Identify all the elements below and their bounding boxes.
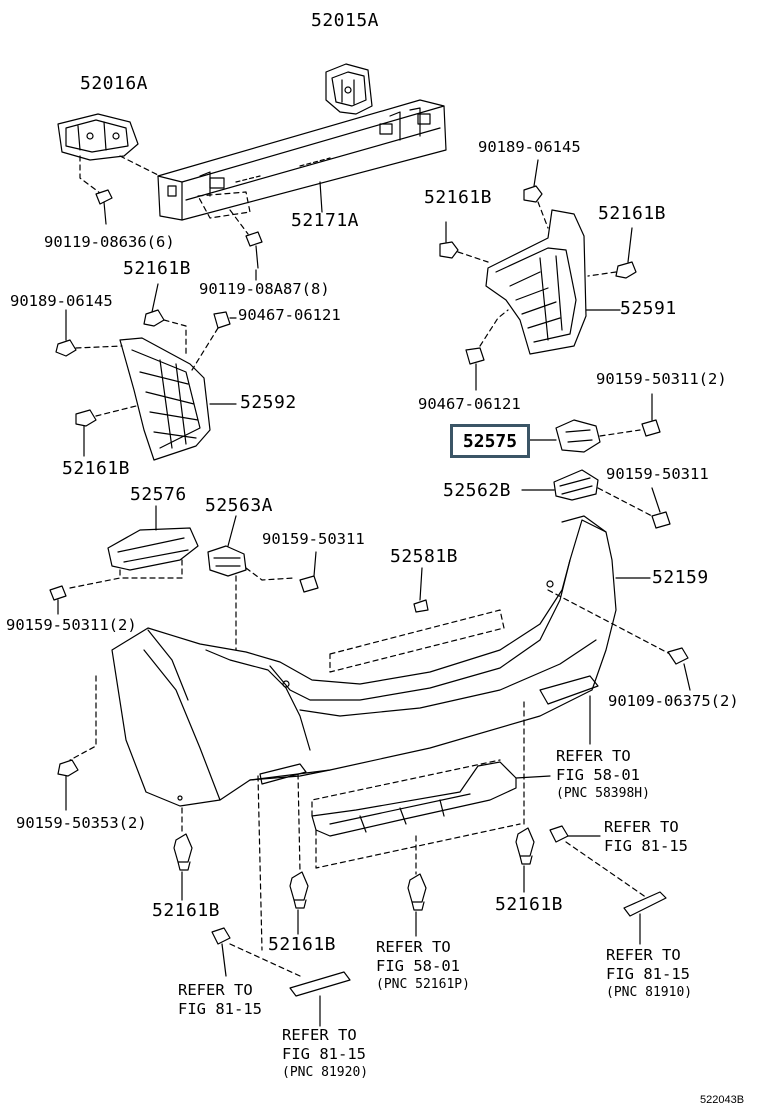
bolt-90159-50311-right: [651, 511, 671, 529]
label-52581B[interactable]: 52581B: [390, 546, 459, 567]
label-52161B-upper-left[interactable]: 52161B: [424, 187, 493, 208]
label-52161B-upper-right[interactable]: 52161B: [598, 203, 667, 224]
label-90159-50311-mid[interactable]: 90159-50311: [262, 530, 365, 548]
label-52159[interactable]: 52159: [652, 567, 709, 588]
label-90159-50311-2-upper[interactable]: 90159-50311(2): [596, 370, 727, 388]
refer-line1: REFER TO: [178, 981, 253, 999]
stud-52581B: [413, 599, 429, 613]
clip-52161B-left-bottom: [75, 409, 97, 457]
refer-line2: FIG 81-15: [178, 999, 262, 1018]
label-52592[interactable]: 52592: [240, 392, 297, 413]
refer-fig-58-01-diffuser[interactable]: REFER TO FIG 58-01 (PNC 58398H): [556, 747, 650, 802]
screw-90159-50353: [57, 759, 79, 811]
label-52161B-bottom-left[interactable]: 52161B: [152, 900, 221, 921]
label-90159-50353[interactable]: 90159-50353(2): [16, 814, 147, 832]
bolt-90159-50311-upper: [641, 419, 661, 437]
diffuser-58398H: [311, 761, 517, 837]
bracket-52016A: [57, 113, 139, 161]
bolt-fig81-15-right: [549, 825, 569, 843]
refer-fig-81-15-bolt-right[interactable]: REFER TO FIG 81-15: [604, 818, 688, 856]
retainer-52562B: [553, 469, 599, 501]
diagram-code: 522043B: [700, 1094, 745, 1106]
bumper-cover-52159: [111, 515, 617, 807]
label-52563A[interactable]: 52563A: [205, 495, 274, 516]
refer-pnc: (PNC 52161P): [376, 976, 470, 992]
bolt-90119-08636: [95, 189, 113, 225]
refer-line1: REFER TO: [282, 1026, 357, 1044]
clip-52161P: [407, 873, 427, 911]
bracket-52591: [485, 209, 587, 355]
label-52562B[interactable]: 52562B: [443, 480, 512, 501]
label-90109-06375[interactable]: 90109-06375(2): [608, 692, 739, 710]
nut-90189-top: [523, 185, 543, 203]
clip-52161B-upper: [439, 221, 459, 259]
bolt-fig81-15-left: [211, 927, 231, 977]
clip-52161B-left-top: [143, 309, 165, 327]
refer-line2: FIG 81-15: [606, 964, 690, 983]
refer-line1: REFER TO: [556, 747, 631, 765]
label-52576[interactable]: 52576: [130, 484, 187, 505]
label-90467-06121-right[interactable]: 90467-06121: [418, 395, 521, 413]
highlighted-part-52575[interactable]: 52575: [450, 424, 530, 458]
refer-fig-81-15-reflector-right[interactable]: REFER TO FIG 81-15 (PNC 81910): [606, 946, 692, 1001]
label-52161B-bottom-mid[interactable]: 52161B: [268, 934, 337, 955]
bolt-90119-08A87: [245, 231, 263, 269]
label-90119-08636[interactable]: 90119-08636(6): [44, 233, 175, 251]
nut-90467-left: [213, 311, 231, 329]
refer-pnc: (PNC 58398H): [556, 785, 650, 801]
reinforcement-52171A: [157, 99, 447, 221]
refer-line2: FIG 58-01: [556, 765, 640, 784]
bolt-90159-50311-left: [49, 585, 67, 601]
refer-line2: FIG 81-15: [604, 836, 688, 855]
refer-pnc: (PNC 81910): [606, 984, 693, 1000]
refer-pnc: (PNC 81920): [282, 1064, 369, 1080]
retainer-52563A: [207, 545, 247, 577]
reflector-81920: [289, 971, 351, 997]
label-90189-06145-top[interactable]: 90189-06145: [478, 138, 581, 156]
label-52161B-left-top[interactable]: 52161B: [123, 258, 192, 279]
clip-52161B-bottom-left: [173, 833, 193, 871]
bolt-90159-50311-mid: [299, 575, 319, 593]
label-52591[interactable]: 52591: [620, 298, 677, 319]
label-52161B-bottom-right[interactable]: 52161B: [495, 894, 564, 915]
bracket-52015A: [325, 63, 373, 115]
label-90159-50311-2-left[interactable]: 90159-50311(2): [6, 616, 137, 634]
refer-fig-58-01-clip[interactable]: REFER TO FIG 58-01 (PNC 52161P): [376, 938, 470, 993]
clip-52161B-bottom-right: [515, 827, 535, 865]
label-52161B-left-bottom[interactable]: 52161B: [62, 458, 131, 479]
screw-90109-06375: [667, 647, 689, 665]
clip-52161B-bottom-mid: [289, 871, 309, 909]
retainer-52575: [555, 419, 601, 453]
label-52015A[interactable]: 52015A: [311, 10, 380, 31]
refer-line1: REFER TO: [376, 938, 451, 956]
refer-line2: FIG 58-01: [376, 956, 460, 975]
nut-90189-left: [55, 339, 77, 357]
retainer-52576: [107, 527, 199, 571]
refer-line2: FIG 81-15: [282, 1044, 366, 1063]
refer-fig-81-15-reflector-left[interactable]: REFER TO FIG 81-15 (PNC 81920): [282, 1026, 368, 1081]
label-52016A[interactable]: 52016A: [80, 73, 149, 94]
refer-fig-81-15-bolt-left[interactable]: REFER TO FIG 81-15: [178, 981, 262, 1019]
bracket-52592: [119, 337, 211, 461]
label-90467-06121-left[interactable]: 90467-06121: [238, 306, 341, 324]
refer-line1: REFER TO: [606, 946, 681, 964]
label-90119-08A87[interactable]: 90119-08A87(8): [199, 280, 330, 298]
label-52171A[interactable]: 52171A: [291, 210, 360, 231]
nut-90467-right: [465, 347, 485, 365]
clip-52161B-right: [615, 261, 637, 279]
label-90159-50311-right[interactable]: 90159-50311: [606, 465, 709, 483]
refer-line1: REFER TO: [604, 818, 679, 836]
reflector-81910: [623, 891, 667, 917]
label-90189-06145-left[interactable]: 90189-06145: [10, 292, 113, 310]
